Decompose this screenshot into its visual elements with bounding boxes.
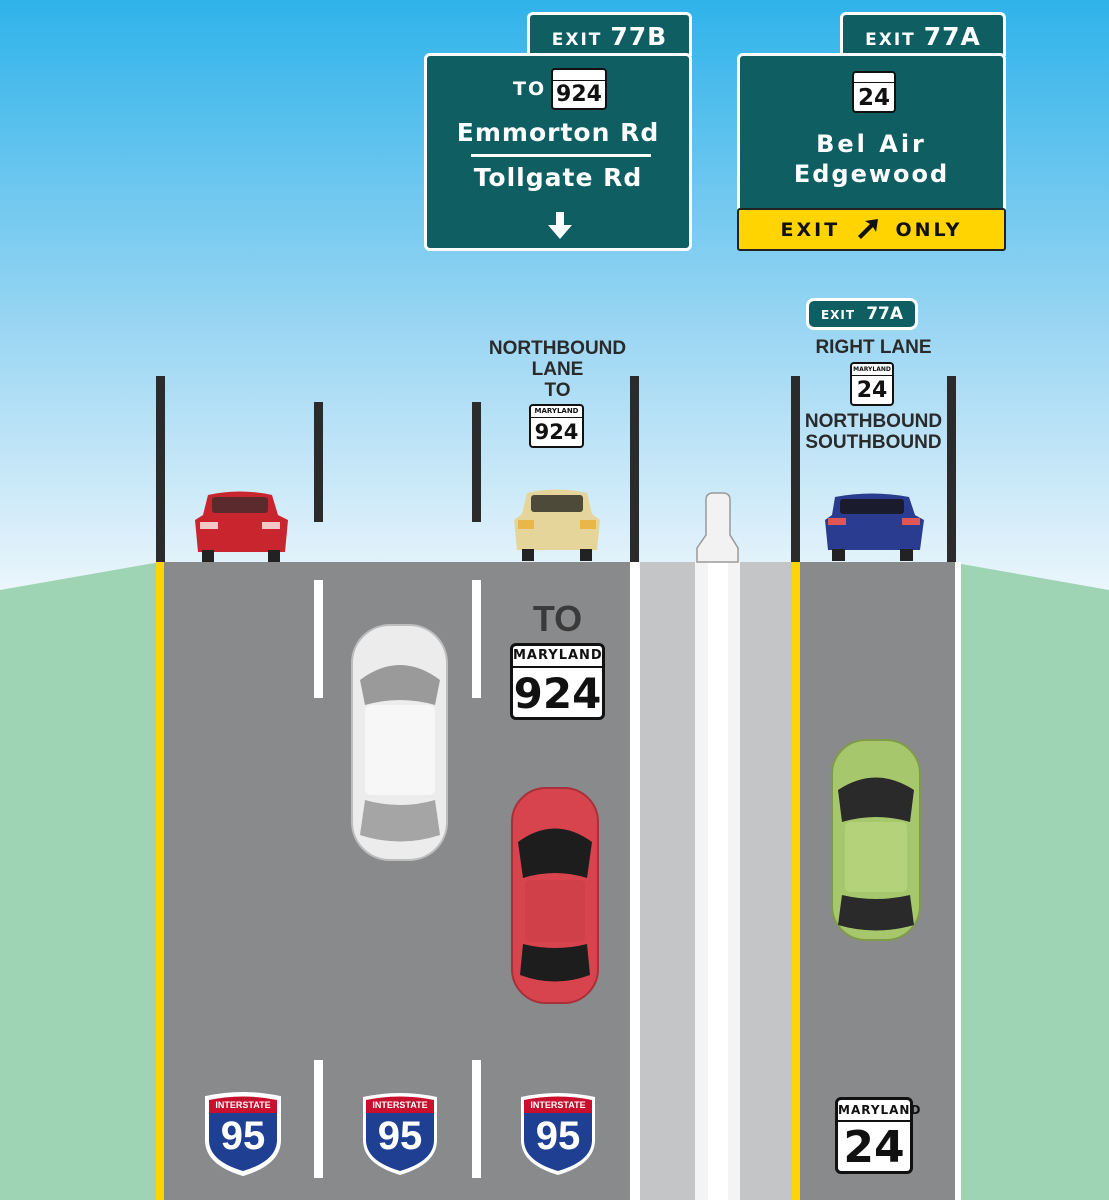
destination-divider: [471, 154, 651, 157]
gantry-pole: [630, 376, 639, 562]
interstate-number: 95: [220, 1114, 266, 1158]
route-924-shield: 924: [551, 68, 607, 110]
exit-number: 77B: [610, 22, 668, 51]
lane-label-route-24-shield: MARYLAND 24: [850, 362, 894, 406]
destination-edgewood: Edgewood: [793, 160, 950, 188]
interstate-label: INTERSTATE: [215, 1100, 271, 1110]
blue-car-rear: [825, 493, 924, 561]
interstate-number: 95: [535, 1114, 581, 1158]
left-yellow-edge: [156, 562, 164, 1200]
mini-exit-number: 77A: [866, 304, 904, 324]
exit-77b-tab: EXIT 77B: [527, 12, 692, 56]
mini-exit-label: EXIT: [820, 308, 856, 322]
gore-center: [708, 562, 728, 1200]
pavement-route-24-shield: MARYLAND 24: [835, 1097, 920, 1174]
pavement-route-924-shield: MARYLAND 924: [510, 643, 605, 720]
shield-number: 924: [534, 420, 579, 444]
red-car-topdown: [511, 787, 599, 1004]
exit-only-right: ONLY: [895, 219, 963, 241]
exit-77a-tab: EXIT 77A: [840, 12, 1006, 56]
interstate-95-shield-2: [363, 1093, 437, 1175]
shield-state: MARYLAND: [852, 364, 892, 376]
exit-label: EXIT: [865, 30, 916, 50]
label-line-1: NORTHBOUND: [488, 338, 627, 359]
shield-number: 24: [843, 1122, 905, 1173]
gantry-pole: [947, 376, 956, 562]
exit-only-left: EXIT: [780, 219, 841, 241]
interstate-label: INTERSTATE: [372, 1100, 428, 1110]
white-edge-2: [955, 562, 961, 1200]
interstate-number: 95: [377, 1114, 423, 1158]
diagonal-up-right-arrow-icon: [857, 219, 878, 239]
interstate-95-shield-1: [205, 1092, 281, 1177]
destination-emmorton: Emmorton Rd: [456, 118, 660, 147]
exit-77a-guide-sign: 24 Bel Air Edgewood: [737, 53, 1006, 211]
white-car-topdown: [351, 624, 448, 861]
pavement-to-label: TO: [532, 598, 583, 639]
green-car-topdown: [831, 739, 921, 941]
exit-label: EXIT: [551, 30, 603, 50]
interstate-label: INTERSTATE: [530, 1100, 586, 1110]
shield-number: 924: [513, 669, 602, 718]
right-yellow-edge: [792, 562, 800, 1200]
gantry-pole: [791, 376, 800, 562]
southbound-text: SOUTHBOUND: [805, 432, 942, 453]
grass-right: [950, 562, 1109, 1200]
label-line-2: LANE: [531, 359, 584, 380]
lane-dash: [472, 1060, 481, 1178]
shield-state: MARYLAND: [838, 1100, 920, 1122]
gore-post: [696, 492, 739, 563]
exit-only-panel: EXIT ONLY: [737, 208, 1006, 251]
red-car-rear: [195, 491, 288, 562]
down-arrow-icon: [548, 212, 572, 239]
northbound-lane-label: NORTHBOUND LANE TO: [470, 338, 645, 401]
gantry-pole: [156, 376, 165, 562]
beige-car-rear: [514, 489, 600, 561]
direction-label: NORTHBOUND SOUTHBOUND: [796, 411, 951, 453]
right-lane-label: RIGHT LANE: [815, 337, 932, 358]
exit-number: 77A: [923, 22, 981, 51]
gantry-pole: [314, 402, 323, 522]
destination-bel-air: Bel Air: [816, 130, 927, 158]
shield-state: MARYLAND: [513, 646, 602, 668]
exit-77a-mini-sign: EXIT 77A: [806, 298, 918, 330]
shield-state: MARYLAND: [531, 406, 582, 418]
interstate-95-shield-3: [521, 1093, 595, 1175]
northbound-text: NORTHBOUND: [804, 411, 943, 432]
destination-tollgate: Tollgate Rd: [473, 163, 643, 192]
gantry-pole: [472, 402, 481, 522]
to-label: TO: [513, 78, 547, 100]
white-edge-1: [630, 562, 640, 1200]
route-number: 924: [556, 82, 602, 107]
lane-dash: [472, 580, 481, 698]
lane-dash: [314, 580, 323, 698]
label-line-3: TO: [544, 380, 571, 401]
grass-left: [0, 562, 160, 1200]
route-number: 24: [857, 85, 890, 111]
route-24-shield: 24: [852, 71, 896, 113]
lane-label-route-924-shield: MARYLAND 924: [529, 404, 584, 448]
shield-number: 24: [856, 378, 888, 403]
exit-77b-guide-sign: TO 924 Emmorton Rd Tollgate Rd: [424, 53, 692, 251]
lane-dash: [314, 1060, 323, 1178]
